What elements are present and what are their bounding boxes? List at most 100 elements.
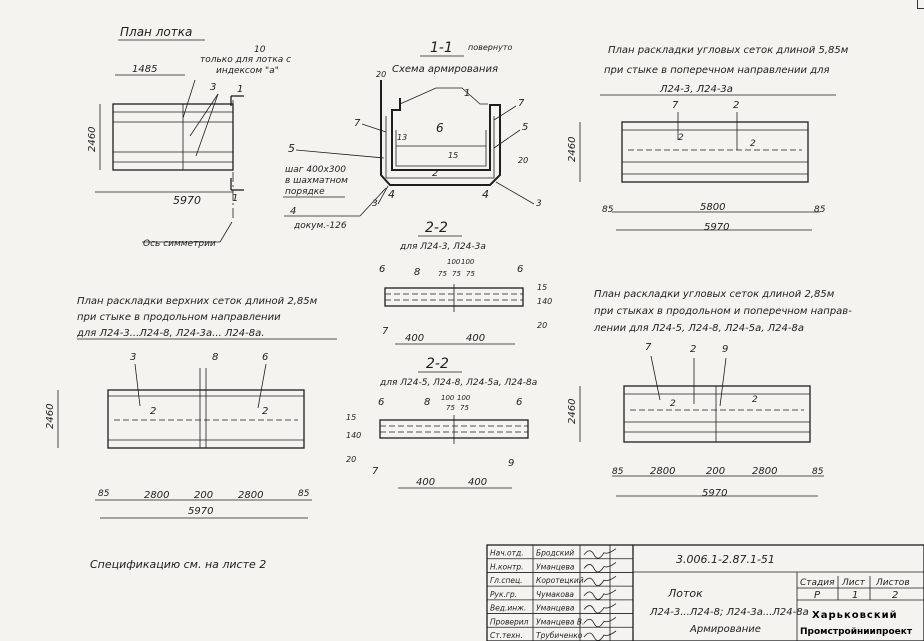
section-1-1-title: 1-1 [430,40,453,56]
org-name-line1: Харьковский [812,610,898,621]
label-2-c285c: 2 [752,395,758,405]
title-block-name: Уманцева В. [536,617,584,626]
dim-400-a1: 400 [405,333,424,344]
dim-5970-c285: 5970 [702,488,727,499]
dim-85-top285-right: 85 [298,489,310,499]
section-2-2-lower: 2-2 для Л24-5, Л24-8, Л24-5а, Л24-8а 100… [346,356,537,489]
pos-15: 15 [448,151,458,160]
label-7-a: 7 [382,326,389,337]
note-step-line3: порядке [285,187,325,197]
sheet-header: Лист [841,578,866,588]
section-1-1-note: повернуто [468,43,512,52]
plan-corner-285-title1: План раскладки угловых сеток длиной 2,85… [594,289,835,300]
dim-85-top285-left: 85 [98,489,110,499]
label-2-585c: 2 [750,139,756,149]
mark-1-bottom: 1 [232,193,238,204]
dim-2460-585: 2460 [567,137,578,162]
label-6-top285: 6 [262,352,268,363]
sheet-corner-mark [917,0,924,9]
title-block-rows: Нач.отд.БродскийН.контр.УманцеваГл.спец.… [487,548,633,641]
title-block-role: Нач.отд. [490,549,524,558]
title-block-name: Бродский [536,549,574,558]
section-2-2a-title: 2-2 [425,220,448,236]
title-block-role: Н.контр. [490,562,524,571]
pos-7-left: 7 [354,118,361,129]
note-pos-4: 4 [290,206,296,217]
pos-4-right: 4 [482,188,489,201]
product-name: Лоток [667,587,703,600]
pos-13: 13 [397,133,407,142]
label-2-top285b: 2 [262,406,268,417]
dim-2800-c285a: 2800 [650,466,675,477]
title-block-name: Коротецкий [536,576,584,585]
spec-note: Спецификацию см. на листе 2 [90,558,266,571]
dim-400-a2: 400 [466,333,485,344]
pos-4-left: 4 [388,188,395,201]
dim-75-b1: 75 [446,404,455,412]
product-variants: Л24-3...Л24-8; Л24-3а...Л24-8а [649,607,809,618]
label-7-585: 7 [672,100,679,111]
label-6-b-right: 6 [516,397,522,408]
plan-top-285-title2: при стыке в продольном направлении [77,312,281,323]
note-index-line1: только для лотка с [200,55,291,65]
dim-75-a3: 75 [466,270,475,278]
dim-1485: 1485 [132,64,157,75]
dim-100-b1: 100 [441,394,455,402]
label-2-585b: 2 [678,133,684,143]
plan-corner-585-title3: Л24-3, Л24-3а [659,84,733,95]
dim-100-b2: 100 [457,394,471,402]
label-2-top285a: 2 [150,406,156,417]
signature-mark [583,616,617,628]
dim-85-c285-right: 85 [812,467,824,477]
dim-85-c285-left: 85 [612,467,624,477]
dim-200-c285: 200 [706,466,725,477]
note-index-line2: индексом "а" [216,66,279,76]
leader-num-10: 10 [254,45,266,55]
dim-140-b: 140 [346,431,361,440]
axis-symmetry-label: Ось симметрии [143,239,216,249]
pos-3-left: 3 [372,199,378,209]
section-1-1-subtitle: Схема армирования [392,64,498,75]
plan-corner-285-title3: лении для Л24-5, Л24-8, Л24-5а, Л24-8а [593,323,804,334]
plan-trough-title: План лотка [120,25,192,39]
dim-75-b2: 75 [460,404,469,412]
mark-1-top: 1 [237,84,243,95]
note-doc: докум.-126 [293,221,347,231]
title-block-name: Чумакова [536,590,574,599]
label-7-c285: 7 [645,342,652,353]
label-9-c285: 9 [722,344,728,355]
note-pos-5: 5 [288,142,295,155]
plan-top-285: План раскладки верхних сеток длиной 2,85… [45,296,337,519]
plan-corner-285: План раскладки угловых сеток длиной 2,85… [567,289,852,499]
label-2-c285b: 2 [670,399,676,409]
org-name-line2: Промстройниипроект [800,627,913,637]
dim-2460-c285: 2460 [567,399,578,424]
dim-15-b: 15 [346,413,356,422]
plan-trough: План лотка 10 только для лотка с индексо… [87,25,291,249]
section-1-1: 1-1 повернуто Схема армирования 20 1 7 7… [283,40,542,231]
label-3-top285: 3 [130,352,136,363]
sheets-value: 2 [892,590,898,601]
signature-mark [583,548,617,559]
note-step-line1: шаг 400х300 [285,165,346,175]
note-step-line2: в шахматном [285,176,348,186]
dim-100-a2: 100 [461,258,475,266]
label-6-a-right: 6 [517,264,523,275]
plan-corner-585: План раскладки угловых сеток длиной 5,85… [567,45,849,233]
title-block-name: Уманцева [536,562,575,571]
mark-3: 3 [210,82,216,93]
stage-header: Стадия [800,578,835,588]
dim-2800-top285a: 2800 [144,490,169,501]
dim-400-b2: 400 [468,477,487,488]
dim-5800: 5800 [700,202,725,213]
pos-7-right: 7 [518,98,525,109]
title-block: Нач.отд.БродскийН.контр.УманцеваГл.спец.… [486,544,924,641]
dim-85-585-right: 85 [814,205,826,215]
signature-mark [583,575,617,587]
plan-corner-585-title1: План раскладки угловых сеток длиной 5,85… [608,45,849,56]
dim-20-b: 20 [346,455,356,464]
signature-mark [583,589,617,600]
dim-2460-top285: 2460 [45,404,56,429]
dim-20-a: 20 [537,321,547,330]
